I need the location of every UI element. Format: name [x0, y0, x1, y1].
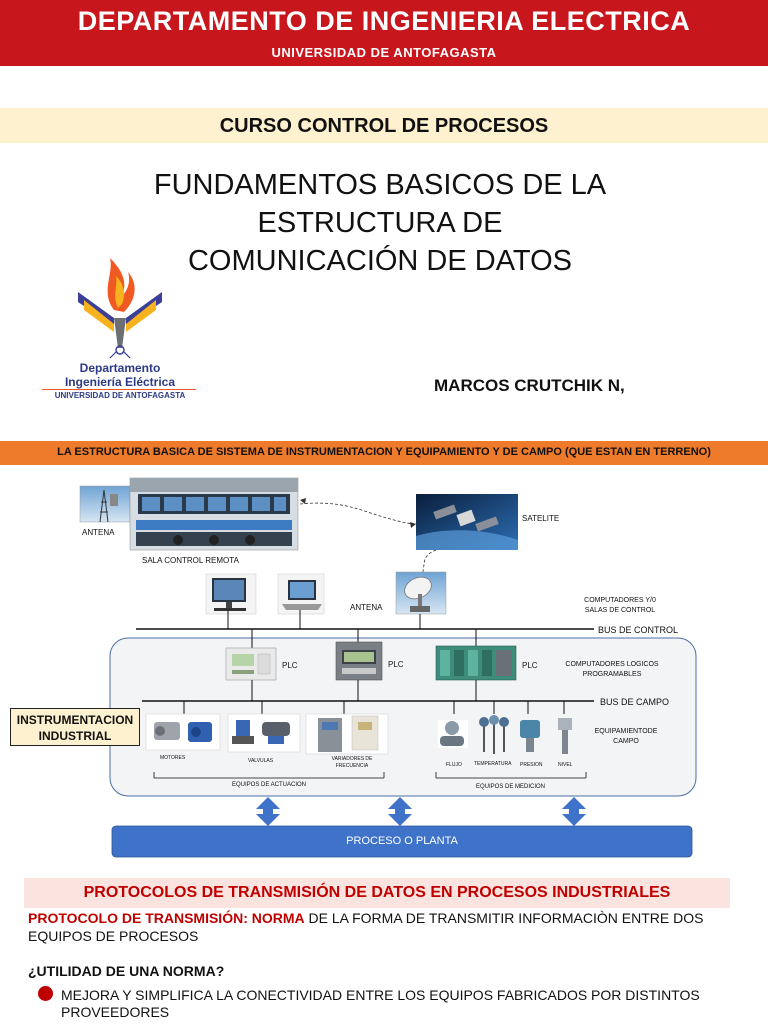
satellite-icon — [416, 494, 518, 550]
frequency-drives-line-2: FRECUENCIA — [335, 763, 369, 769]
main-title-line-2: ESTRUCTURA DE — [257, 207, 503, 239]
double-arrow-icon-2 — [388, 797, 412, 826]
level-label: NIVEL — [558, 762, 573, 768]
level-sensor-icon — [558, 718, 572, 754]
bullet-dot-icon — [38, 986, 53, 1001]
course-band — [0, 108, 768, 143]
bullet-item-1: MEJORA Y SIMPLIFICA LA CONECTIVIDAD ENTR… — [61, 987, 700, 1020]
architecture-diagram — [79, 477, 697, 858]
plc-3-icon — [435, 645, 517, 681]
control-room-image — [129, 477, 299, 551]
field-equipment-line-2: CAMPO — [613, 738, 639, 745]
instrumentation-line-1: INSTRUMENTACION — [16, 713, 134, 727]
department-title: DEPARTAMENTO DE INGENIERIA ELECTRICA — [77, 6, 691, 36]
protocols-band — [24, 878, 730, 908]
satellite-dish-icon — [395, 571, 447, 615]
control-computers-label: COMPUTADORES Y/0 SALAS DE CONTROL — [560, 596, 680, 616]
motors-icon — [145, 713, 221, 751]
antenna-label-mid: ANTENA — [350, 603, 383, 612]
department-logo-icon — [78, 258, 162, 359]
control-computers-line-2: SALAS DE CONTROL — [584, 607, 656, 614]
main-title: FUNDAMENTOS BASICOS DE LA ESTRUCTURA DE … — [110, 166, 650, 280]
university-subtitle: UNIVERSIDAD DE ANTOFAGASTA — [271, 45, 497, 60]
frequency-drives-icon — [305, 713, 389, 755]
author-name: MARCOS CRUTCHIK N, — [434, 376, 625, 395]
plc-1-label: PLC — [282, 661, 298, 670]
plc-description-line-2: PROGRAMABLES — [582, 671, 642, 678]
main-title-line-3: COMUNICACIÓN DE DATOS — [187, 245, 572, 277]
antenna-tower-icon — [79, 485, 131, 523]
industrial-instrumentation-box: INSTRUMENTACION INDUSTRIAL — [10, 708, 140, 746]
pressure-sensor-icon — [520, 720, 540, 752]
section-bar-text: LA ESTRUCTURA BASICA DE SISTEMA DE INSTR… — [57, 446, 711, 458]
main-title-line-1: FUNDAMENTOS BASICOS DE LA — [153, 169, 607, 201]
measurement-equipment-label: EQUIPOS DE MEDICION — [476, 784, 546, 790]
temperature-sensor-icon — [479, 715, 509, 754]
control-computers-line-1: COMPUTADORES Y/0 — [584, 597, 656, 604]
plc-3-label: PLC — [522, 661, 538, 670]
flow-label: FLUJO — [446, 762, 462, 768]
temperature-label: TEMPERATURA — [474, 761, 512, 767]
protocol-definition: PROTOCOLO DE TRANSMISIÓN: NORMA DE LA FO… — [28, 909, 758, 945]
logo-line-2: Ingeniería Eléctrica — [64, 375, 176, 389]
laptop-icon — [277, 573, 325, 615]
antenna-label-top: ANTENA — [82, 528, 115, 537]
control-bus-label: BUS DE CONTROL — [598, 625, 679, 635]
plc-description-line-1: COMPUTADORES LOGICOS — [565, 661, 659, 668]
motors-label: MOTORES — [160, 755, 186, 761]
frequency-drives-line-1: VARIADORES DE — [331, 756, 373, 762]
logo-line-1: Departamento — [79, 361, 161, 375]
course-title: CURSO CONTROL DE PROCESOS — [219, 115, 549, 137]
section-bar — [0, 441, 768, 465]
pressure-label: PRESION — [520, 762, 543, 768]
protocols-title: PROTOCOLOS DE TRANSMISIÓN DE DATOS EN PR… — [83, 884, 671, 901]
flow-meter-icon — [438, 720, 468, 748]
process-bar — [111, 825, 693, 858]
plc-description: COMPUTADORES LOGICOS PROGRAMABLES — [552, 660, 672, 680]
control-room-label: SALA CONTROL REMOTA — [142, 556, 239, 565]
logo-caption: Departamento Ingeniería Eléctrica — [40, 361, 200, 389]
protocol-definition-label: PROTOCOLO DE TRANSMISIÓN: NORMA — [28, 910, 305, 926]
instrumentation-line-2: INDUSTRIAL — [38, 729, 112, 743]
double-arrow-icon-1 — [256, 797, 280, 826]
header-banner — [0, 0, 768, 66]
satellite-label: SATELITE — [522, 514, 560, 523]
logo-divider — [42, 389, 196, 390]
valves-label: VALVULAS — [248, 758, 274, 764]
field-bus-label: BUS DE CAMPO — [600, 697, 670, 707]
plc-2-label: PLC — [388, 660, 404, 669]
plc-2-icon — [335, 641, 383, 681]
frequency-drives-label: VARIADORES DE FRECUENCIA — [322, 756, 382, 770]
protocol-definition-text: DE LA FORMA DE TRANSMITIR INFORMACIÒN EN… — [28, 910, 704, 944]
plc-1-icon — [225, 647, 277, 681]
logo-university: UNIVERSIDAD DE ANTOFAGASTA — [54, 391, 186, 400]
actuation-equipment-label: EQUIPOS DE ACTUACION — [232, 782, 307, 788]
field-equipment-label: EQUIPAMIENTODE CAMPO — [586, 727, 666, 747]
norm-question: ¿UTILIDAD DE UNA NORMA? — [28, 963, 225, 979]
valves-icon — [227, 713, 301, 753]
desktop-computer-icon — [205, 573, 257, 615]
double-arrow-icon-3 — [562, 797, 586, 826]
process-plant-label: PROCESO O PLANTA — [346, 835, 458, 847]
field-equipment-line-1: EQUIPAMIENTODE — [594, 728, 658, 735]
